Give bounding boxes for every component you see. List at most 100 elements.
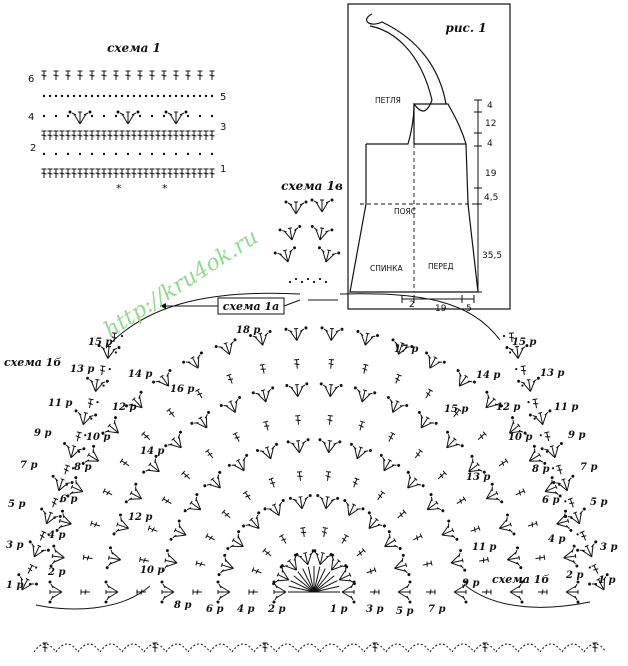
edging-picot <box>385 643 409 653</box>
fan-stitch-symbol <box>241 510 268 537</box>
fan-stitch-symbol <box>160 580 175 604</box>
fan-stitch-symbol <box>308 224 334 243</box>
wing-stitch-symbol <box>575 540 603 563</box>
fan-stitch-symbol <box>195 560 207 569</box>
fan-stitch-symbol <box>293 549 319 568</box>
stitch-symbol <box>197 70 203 81</box>
fan-stitch-symbol <box>278 533 289 546</box>
fan-stitch-symbol <box>161 548 180 575</box>
chain-dot <box>138 152 142 156</box>
chain-dot <box>77 450 81 453</box>
chain-dot <box>539 434 542 437</box>
stitch-symbol <box>179 130 185 141</box>
fan-row-label: 18 р <box>236 325 260 336</box>
chain-dot <box>126 152 130 156</box>
stitch-symbol <box>125 70 131 81</box>
stitch-symbol <box>77 130 83 141</box>
fan-stitch-symbol <box>169 519 192 546</box>
edging-picot <box>341 643 365 653</box>
wing-row-label: 2 р <box>47 567 65 578</box>
stitch-symbol <box>107 168 113 179</box>
fan-stitch-symbol <box>357 420 366 432</box>
scheme1b-left-diagram: схема 1б 1 р 3 р 5 р 7 р 9 р 11 р 13 р 1… <box>4 332 152 596</box>
fan-stitch-symbol <box>204 448 216 460</box>
chain-dot <box>59 500 62 503</box>
wing-row-label: 4 р <box>548 534 565 545</box>
chain-dot <box>588 566 591 569</box>
chain-dot <box>174 152 178 156</box>
chain-dot <box>318 277 322 281</box>
stitch-symbol <box>185 130 191 141</box>
fan-stitch-symbol <box>288 493 314 511</box>
fan-stitch-symbol <box>194 388 205 400</box>
fan-stitch-symbol <box>390 553 411 580</box>
fan-stitch-symbol <box>553 509 573 536</box>
chain-dot <box>84 434 87 437</box>
fan-stitch-symbol <box>537 589 548 595</box>
wing-row-label: 2 р <box>565 570 583 581</box>
stitch-symbol <box>107 130 113 141</box>
chain-dot <box>114 94 118 98</box>
fan-stitch-symbol <box>317 438 342 455</box>
wing-stitch-symbol <box>540 441 567 462</box>
chain-dot <box>594 582 598 586</box>
fan-stitch-symbol <box>251 386 278 406</box>
fan-stitch-symbol <box>214 338 241 359</box>
chain-dot <box>54 114 58 118</box>
wing-row-label: 9 р <box>568 430 585 441</box>
chain-dot <box>150 114 154 118</box>
wing-row-label: 7 р <box>20 460 37 471</box>
wing-stitch-symbol <box>72 409 98 428</box>
wing-row-label: 1 р <box>598 575 615 586</box>
edging-picot <box>297 643 321 653</box>
chain-dot <box>108 94 112 98</box>
fan-stitch-symbol <box>183 492 208 520</box>
wing-row-label: 9 р <box>34 428 51 439</box>
fan-stitch-symbol <box>262 420 271 432</box>
bodice-back-outline <box>366 103 415 145</box>
wing-row-label: 10 р <box>86 432 110 443</box>
fan-row-label: 1 р <box>330 604 347 615</box>
stitch-symbol <box>41 168 47 179</box>
fan-stitch-symbol <box>147 525 159 535</box>
dimension-value: 4,5 <box>484 193 498 203</box>
stitch-symbol <box>155 130 161 141</box>
fan-stitch-symbol <box>166 407 177 419</box>
stitch-symbol <box>161 70 167 81</box>
fan-stitch-symbol <box>481 589 492 595</box>
stitch-symbol <box>83 130 89 141</box>
fan-stitch-symbol <box>225 529 250 557</box>
stitch-symbol <box>149 130 155 141</box>
stitch-symbol <box>155 168 161 179</box>
stitch-symbol <box>179 168 185 179</box>
stitch-symbol <box>161 168 167 179</box>
tie-line <box>366 13 447 105</box>
chain-dot <box>162 152 166 156</box>
fan-stitch-symbol <box>435 470 447 482</box>
dimension-value: 5 <box>466 304 472 314</box>
fan-stitch-symbol <box>116 110 140 125</box>
wing-stitch-symbol <box>86 398 95 410</box>
fan-stitch-symbol <box>278 224 304 243</box>
fan-stitch-symbol <box>411 410 439 435</box>
stitch-symbol <box>89 130 95 141</box>
fan-row-label: 4 р <box>237 604 254 615</box>
stitch-symbol <box>131 168 137 179</box>
wing-row-label: 6 р <box>60 494 77 505</box>
fan-row-label: 15 р <box>444 404 468 415</box>
wing-stitch-symbol <box>552 474 579 495</box>
wing-row-label: 11 р <box>48 398 72 409</box>
chain-dot <box>306 277 310 281</box>
fan-stitch-symbol <box>420 492 445 520</box>
fan-stitch-symbol <box>141 454 167 481</box>
wing-stitch-symbol <box>555 464 564 476</box>
chain-dot <box>65 483 68 486</box>
wing-row-label: 1 р <box>6 580 23 591</box>
stitch-symbol <box>209 70 215 81</box>
fan-stitch-symbol <box>248 589 259 595</box>
fan-row-label: 3 р <box>366 604 383 615</box>
scheme1-row-label: 1 <box>220 164 226 175</box>
edging-picot <box>319 643 343 653</box>
edging-picot <box>99 643 123 653</box>
fan-stitch-symbol <box>263 498 290 521</box>
